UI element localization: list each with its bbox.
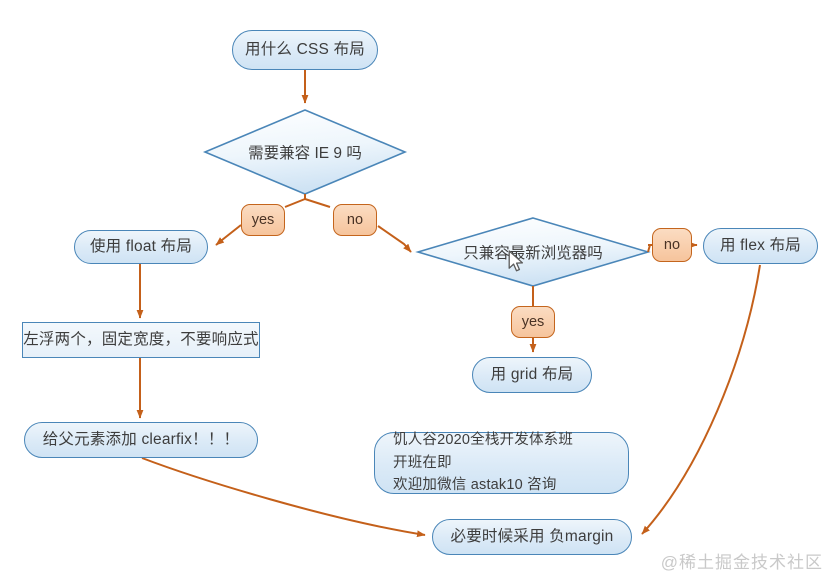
edge-label-ie9-no[interactable]: no	[333, 204, 377, 236]
node-use-flex[interactable]: 用 flex 布局	[703, 228, 818, 264]
edge-label-latest-no[interactable]: no	[652, 228, 692, 262]
watermark: @稀土掘金技术社区	[660, 553, 823, 572]
edge-ie9-to-yes	[284, 194, 306, 208]
edge-ie9-to-no	[304, 194, 331, 208]
edge-label-ie9-yes-text: yes	[251, 212, 275, 228]
node-negative-margin[interactable]: 必要时候采用 负margin	[432, 519, 632, 555]
node-use-float[interactable]: 使用 float 布局	[74, 230, 208, 264]
node-decision-latest-browser[interactable]: 只兼容最新浏览器吗	[418, 218, 648, 286]
node-float-rule[interactable]: 左浮两个，固定宽度，不要响应式	[22, 322, 260, 358]
node-negative-margin-label: 必要时候采用 负margin	[450, 527, 614, 545]
edge-label-latest-yes[interactable]: yes	[511, 306, 555, 338]
node-use-float-label: 使用 float 布局	[89, 237, 193, 255]
node-promo-note-label: 饥人谷2020全栈开发体系班 开班在即 欢迎加微信 astak10 咨询	[393, 432, 574, 494]
node-promo-note[interactable]: 饥人谷2020全栈开发体系班 开班在即 欢迎加微信 astak10 咨询	[374, 432, 629, 494]
node-use-grid-label: 用 grid 布局	[490, 365, 574, 383]
node-start-label: 用什么 CSS 布局	[245, 40, 365, 58]
node-float-rule-label: 左浮两个，固定宽度，不要响应式	[23, 330, 259, 348]
edge-flex-to-negmargin	[641, 264, 761, 535]
node-decision-ie9-label: 需要兼容 IE 9 吗	[248, 145, 362, 162]
edge-label-ie9-no-text: no	[346, 212, 364, 228]
edge-no-to-latest	[377, 225, 412, 253]
node-use-grid[interactable]: 用 grid 布局	[472, 357, 592, 393]
node-use-flex-label: 用 flex 布局	[719, 236, 802, 254]
edge-label-latest-no-text: no	[663, 237, 681, 253]
node-start[interactable]: 用什么 CSS 布局	[232, 30, 378, 70]
edge-label-latest-yes-text: yes	[521, 314, 545, 330]
node-decision-ie9[interactable]: 需要兼容 IE 9 吗	[205, 110, 405, 194]
edge-label-ie9-yes[interactable]: yes	[241, 204, 285, 236]
node-clearfix[interactable]: 给父元素添加 clearfix！！！	[24, 422, 258, 458]
edge-clearfix-to-negmargin	[141, 457, 426, 538]
node-decision-latest-browser-label: 只兼容最新浏览器吗	[463, 245, 603, 262]
node-clearfix-label: 给父元素添加 clearfix！！！	[42, 430, 240, 448]
edge-yes-to-float	[215, 224, 242, 246]
edge-latest-to-no	[647, 244, 651, 253]
